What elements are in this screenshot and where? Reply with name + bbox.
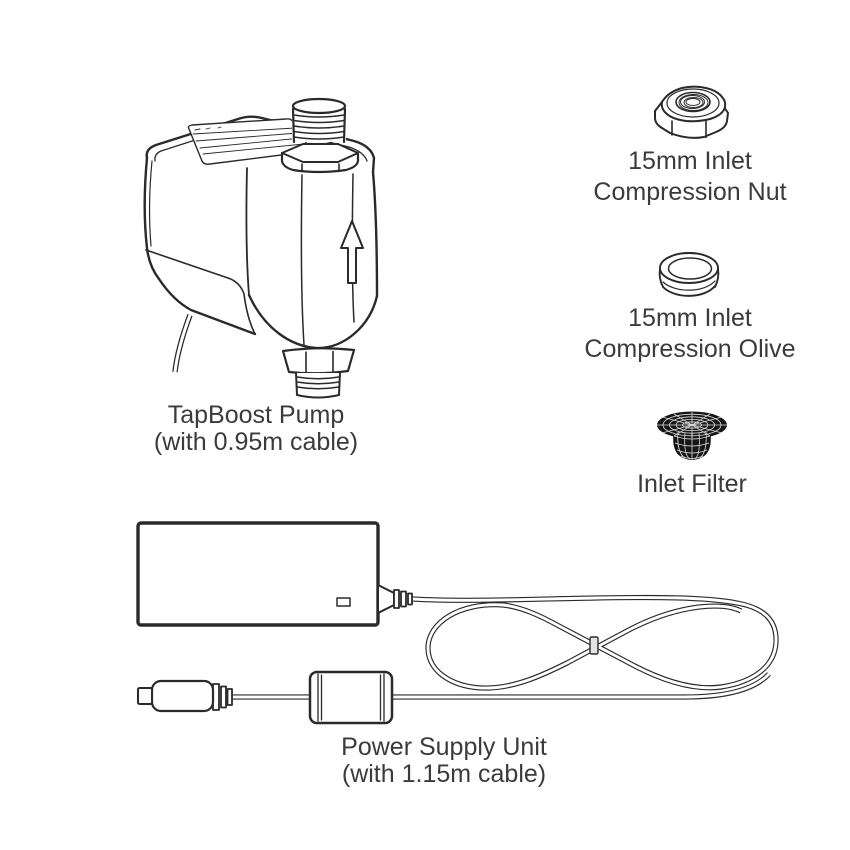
inlet-filter-label-name: Inlet Filter <box>637 470 747 498</box>
pump-label-name: TapBoost Pump <box>167 401 345 429</box>
inlet-filter-label: Inlet Filter <box>557 469 827 500</box>
compression-olive-label-name: 15mm Inlet <box>628 304 752 332</box>
dc-plug-body <box>150 679 215 713</box>
compression-olive-label-detail: Compression Olive <box>584 335 796 363</box>
pump-illustration <box>143 97 379 399</box>
inline-ferrite-box <box>308 670 394 725</box>
compression-olive-illustration <box>658 252 720 297</box>
strain-relief <box>377 584 395 614</box>
power-supply-label-name: Power Supply Unit <box>341 733 547 761</box>
dc-plug-tip <box>137 687 153 705</box>
compression-nut-illustration <box>654 85 729 139</box>
power-brick-body <box>136 521 380 627</box>
compression-nut-label-name: 15mm Inlet <box>628 147 752 175</box>
power-supply-label-detail: (with 1.15m cable) <box>341 760 547 788</box>
compression-olive-label: 15mm Inlet Compression Olive <box>555 303 825 365</box>
compression-nut-label: 15mm Inlet Compression Nut <box>555 146 825 208</box>
inlet-filter-illustration <box>657 411 727 460</box>
flow-arrow-up-icon <box>340 220 364 284</box>
power-led-window <box>336 597 351 607</box>
power-supply-label: Power Supply Unit (with 1.15m cable) <box>284 734 604 788</box>
power-supply-illustration <box>136 521 779 725</box>
pump-label-detail: (with 0.95m cable) <box>153 428 359 456</box>
pump-label: TapBoost Pump (with 0.95m cable) <box>96 402 416 456</box>
cable-tie <box>589 636 599 655</box>
compression-nut-label-detail: Compression Nut <box>593 178 787 206</box>
